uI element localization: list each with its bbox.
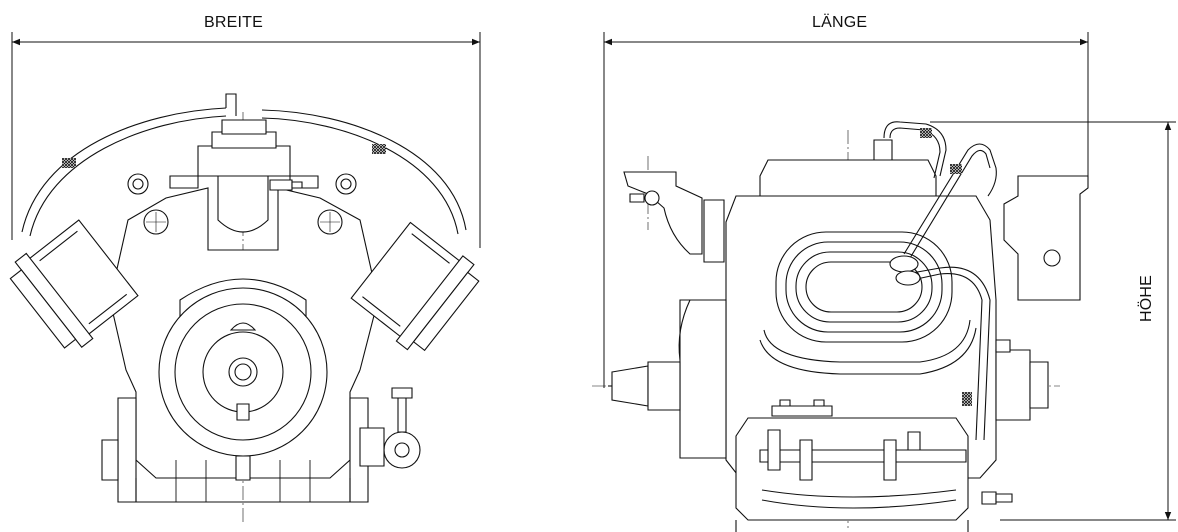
front-top-flange: [198, 146, 290, 176]
side-oil-tubes: [884, 122, 996, 440]
tube-hatch-right: [372, 144, 386, 154]
front-left-cylinder: [4, 215, 141, 356]
front-foot-left: [118, 398, 136, 502]
dimension-lines: [12, 32, 1176, 520]
front-oil-cap: [231, 323, 255, 330]
height-dimension-label: HÖHE: [1138, 274, 1155, 322]
front-view: [4, 94, 485, 522]
front-left-coupling: [102, 440, 118, 480]
tube-hatch-left: [62, 158, 76, 168]
side-cylinder-head: [760, 160, 936, 196]
front-tube-arcs: [22, 94, 466, 236]
side-tube-connector: [890, 256, 918, 272]
front-base-ribs: [176, 460, 310, 502]
side-drive-shaft: [612, 366, 648, 406]
front-top-neck: [218, 176, 268, 232]
side-tube-hatch-3: [962, 392, 972, 406]
side-view: [592, 122, 1088, 532]
side-front-plate: [680, 300, 726, 458]
side-oval-window: [760, 232, 976, 374]
front-top-fitting: [270, 180, 292, 190]
side-sump-brackets: [768, 430, 920, 480]
side-tube-hatch-1: [920, 128, 932, 138]
side-tube-hatch-2: [950, 164, 962, 174]
front-right-cylinder: [348, 218, 485, 359]
front-base: [136, 478, 350, 502]
side-intake-pipe: [624, 172, 702, 254]
side-pressure-fittings: [772, 400, 832, 416]
side-discharge-pipe: [1004, 176, 1088, 300]
side-rear-housing: [996, 350, 1030, 420]
side-sump-bar: [760, 450, 966, 462]
width-dimension-label: BREITE: [204, 14, 263, 31]
length-dimension-label: LÄNGE: [812, 14, 868, 31]
side-intake-flange: [704, 200, 724, 262]
